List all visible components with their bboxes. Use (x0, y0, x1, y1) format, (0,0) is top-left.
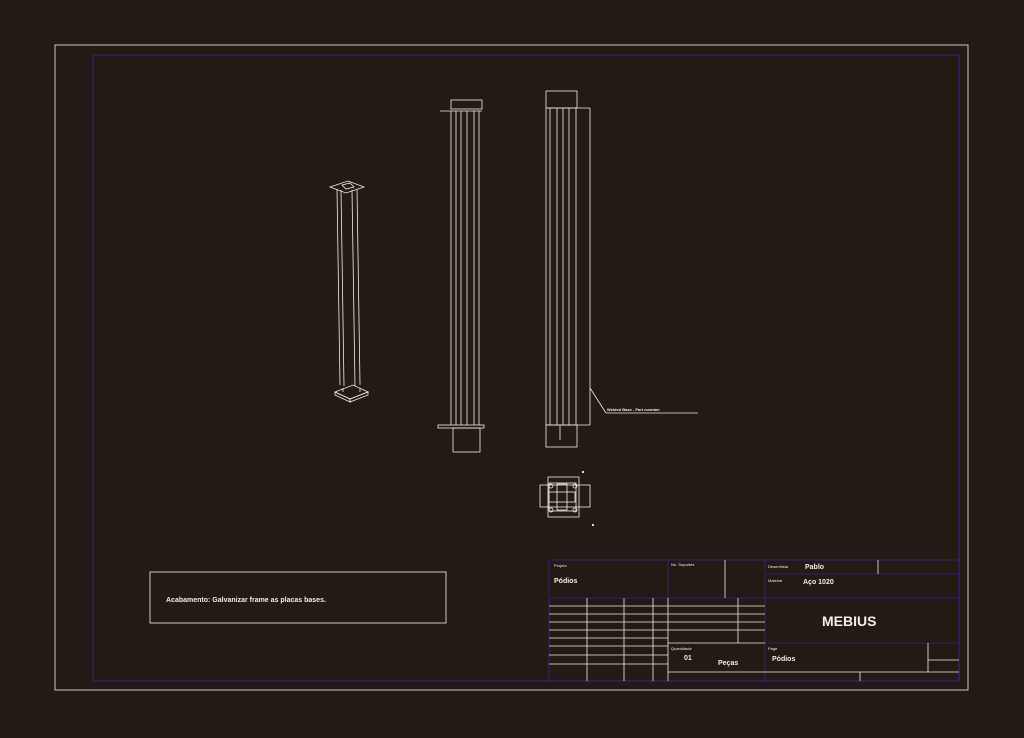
created-by-label: Desenhista (768, 564, 789, 569)
project-label: Projeto (554, 563, 567, 568)
title-block (548, 559, 959, 681)
inner-border (92, 54, 960, 682)
material-value: Aço 1020 (803, 579, 834, 586)
note-text: Acabamento: Galvanizar frame as placas b… (166, 597, 326, 604)
number-label: No. Suportes (671, 562, 694, 567)
note-box (149, 571, 447, 624)
outer-border (54, 44, 969, 691)
top-view (539, 470, 595, 527)
quantity-value: 01 (684, 655, 692, 662)
quantity-label: Quantidade (671, 646, 692, 651)
page-value: Pódios (772, 656, 795, 663)
side-view (545, 90, 698, 448)
company-name: MEBIUS (822, 613, 876, 629)
page-label: Page (768, 646, 778, 651)
unit-value: Peças (718, 660, 738, 667)
created-by-value: Pablo (805, 564, 824, 571)
material-label: Material (768, 578, 782, 583)
leader-label: Welded Base - Part member (607, 407, 660, 412)
front-view (437, 99, 485, 453)
project-value: Pódios (554, 578, 577, 585)
isometric-view (328, 180, 370, 403)
